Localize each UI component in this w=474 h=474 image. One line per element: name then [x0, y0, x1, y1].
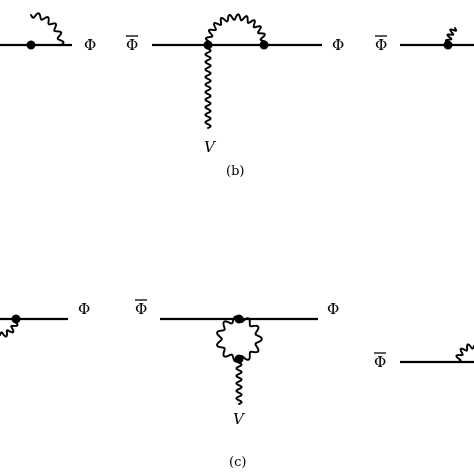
phi-label: Φ: [84, 36, 96, 54]
diagram-b-left: Φ: [0, 36, 96, 54]
diagram-c-center: Φ Φ V: [135, 299, 339, 428]
photon-line: [0, 318, 19, 338]
phi-label: Φ: [78, 300, 90, 318]
vertex-dot: [443, 40, 453, 50]
v-label: V: [204, 138, 217, 156]
photon-line: [204, 13, 268, 46]
diagram-b-right: Φ: [375, 35, 474, 54]
caption-b: (b): [226, 164, 244, 179]
diagram-b-center: Φ Φ V: [126, 35, 344, 156]
diagram-c-right: Φ: [374, 352, 474, 371]
phi-label: Φ: [327, 300, 339, 318]
vertex-dot: [234, 314, 244, 324]
phibar-label: Φ: [126, 36, 138, 54]
vertex-dot: [203, 40, 213, 50]
photon-line: [204, 44, 212, 129]
vertex-dot: [234, 354, 244, 364]
phi-label: Φ: [332, 36, 344, 54]
vertex-dot: [26, 40, 36, 50]
photon-line: [455, 343, 474, 363]
diagram-c-left: Φ: [0, 300, 90, 324]
photon-line: [235, 358, 243, 405]
photon-line: [30, 12, 65, 46]
phibar-label: Φ: [375, 36, 387, 54]
phibar-label: Φ: [374, 353, 386, 371]
phibar-label: Φ: [135, 300, 147, 318]
v-label: V: [233, 410, 246, 428]
vertex-dot: [11, 314, 21, 324]
vertex-dot: [259, 40, 269, 50]
photon-lines: [0, 12, 474, 405]
caption-c: (c): [229, 455, 246, 470]
